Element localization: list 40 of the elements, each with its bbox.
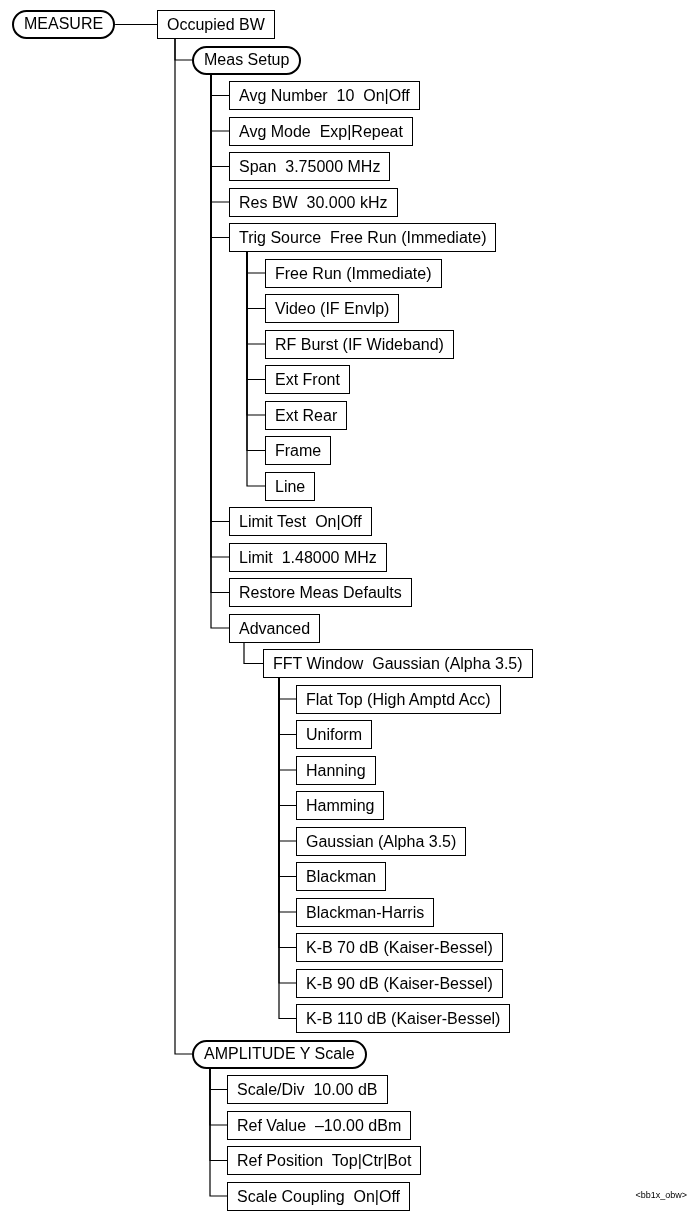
menu-box: Ext Front (265, 365, 350, 394)
menu-box: Limit Test On|Off (229, 507, 372, 536)
menu-box: Scale Coupling On|Off (227, 1181, 411, 1211)
connector-line (114, 23, 158, 26)
menu-box: Hanning (296, 755, 376, 785)
key-button: Meas Setup (192, 45, 302, 75)
menu-box: Restore Meas Defaults (229, 578, 412, 607)
menu-box: Ext Rear (265, 400, 348, 430)
menu-box: K-B 110 dB (Kaiser-Bessel) (296, 1004, 511, 1033)
menu-box: Trig Source Free Run (Immediate) (229, 223, 497, 252)
menu-box: Scale/Div 10.00 dB (227, 1075, 388, 1104)
menu-box: Advanced (229, 613, 321, 643)
menu-box: Free Run (Immediate) (265, 258, 442, 288)
key-button: MEASURE (12, 10, 116, 39)
connector-line (174, 38, 193, 1055)
menu-box: Hamming (296, 791, 385, 820)
menu-box: FFT Window Gaussian (Alpha 3.5) (263, 649, 533, 678)
menu-box: Line (265, 471, 316, 501)
menu-box: Blackman (296, 862, 387, 891)
menu-box: Res BW 30.000 kHz (229, 187, 398, 217)
connector-line (243, 641, 264, 665)
menu-box: K-B 90 dB (Kaiser-Bessel) (296, 968, 503, 998)
menu-box: K-B 70 dB (Kaiser-Bessel) (296, 933, 503, 962)
figure-tag: <bb1x_obw> (635, 1190, 687, 1200)
menu-box: Occupied BW (157, 10, 275, 39)
key-button: AMPLITUDE Y Scale (192, 1039, 367, 1069)
menu-box: Avg Number 10 On|Off (229, 81, 420, 110)
menu-box: Ref Value –10.00 dBm (227, 1110, 412, 1140)
menu-box: Uniform (296, 720, 372, 749)
menu-box: Span 3.75000 MHz (229, 152, 391, 181)
menu-box: Gaussian (Alpha 3.5) (296, 826, 467, 856)
menu-box: RF Burst (IF Wideband) (265, 329, 454, 359)
connector-line (209, 1067, 228, 1197)
menu-box: Ref Position Top|Ctr|Bot (227, 1146, 422, 1175)
menu-box: Frame (265, 436, 332, 465)
menu-box: Blackman-Harris (296, 897, 435, 927)
menu-box: Limit 1.48000 MHz (229, 542, 387, 572)
menu-box: Avg Mode Exp|Repeat (229, 116, 413, 146)
menu-box: Flat Top (High Amptd Acc) (296, 684, 501, 714)
menu-box: Video (IF Envlp) (265, 294, 400, 323)
